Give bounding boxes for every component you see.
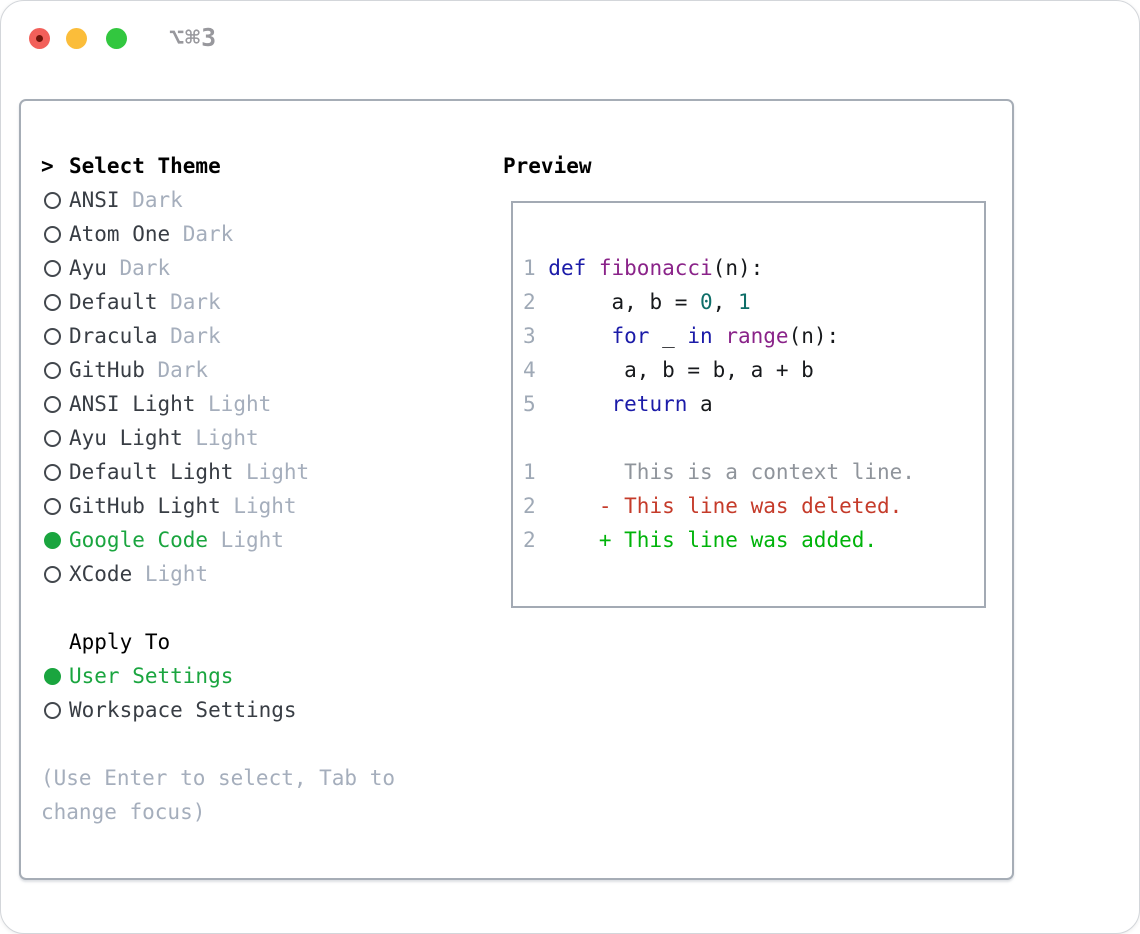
code-line: 5 return a — [523, 392, 713, 416]
item-variant-tag: Dark — [170, 324, 221, 348]
item-label: XCode — [69, 562, 133, 586]
radio-icon — [44, 463, 61, 481]
apply-to-header: Apply To — [41, 625, 395, 659]
theme-option-atom-one[interactable]: Atom One Dark — [41, 217, 395, 251]
item-label: User Settings — [69, 664, 234, 688]
preview-title: Preview — [503, 154, 592, 178]
code-line: 3 for _ in range(n): — [523, 324, 840, 348]
item-variant-tag: Light — [144, 562, 209, 586]
radio-icon — [44, 497, 61, 515]
theme-option-dracula[interactable]: Dracula Dark — [41, 319, 395, 353]
radio-icon — [44, 429, 61, 447]
theme-option-ayu-light[interactable]: Ayu Light Light — [41, 421, 395, 455]
theme-option-default-light[interactable]: Default Light Light — [41, 455, 395, 489]
item-variant-tag: Dark — [182, 222, 234, 246]
minimize-button[interactable] — [66, 28, 87, 49]
radio-icon — [44, 293, 61, 311]
radio-icon — [44, 225, 61, 243]
item-label: GitHub Light — [69, 494, 221, 518]
item-label: ANSI — [69, 188, 120, 212]
radio-icon — [44, 361, 61, 379]
item-label: Google Code — [69, 528, 209, 552]
item-label: Workspace Settings — [69, 698, 297, 722]
code-line: 2 a, b = 0, 1 — [523, 290, 751, 314]
item-variant-tag: Light — [208, 392, 272, 416]
theme-option-github[interactable]: GitHub Dark — [41, 353, 395, 387]
item-label: GitHub — [69, 358, 145, 382]
code-line: 1 def fibonacci(n): — [523, 256, 764, 280]
window-shortcut-label: ⌥⌘3 — [169, 23, 218, 52]
spacer — [41, 727, 395, 761]
radio-icon — [44, 701, 61, 719]
select-theme-header: > Select Theme — [41, 149, 395, 183]
theme-option-ayu[interactable]: Ayu Dark — [41, 251, 395, 285]
code-line: 2 - This line was deleted. — [523, 494, 903, 518]
theme-option-github-light[interactable]: GitHub Light Light — [41, 489, 395, 523]
help-text-line1: (Use Enter to select, Tab to — [41, 766, 396, 790]
radio-icon — [44, 327, 61, 345]
theme-option-ansi-light[interactable]: ANSI Light Light — [41, 387, 395, 421]
apply-option-workspace-settings[interactable]: Workspace Settings — [41, 693, 395, 727]
close-button[interactable] — [29, 28, 50, 49]
radio-icon — [44, 565, 61, 583]
item-label: ANSI Light — [69, 392, 196, 416]
radio-icon — [44, 259, 61, 277]
item-variant-tag: Dark — [119, 256, 171, 280]
radio-icon — [44, 191, 61, 209]
radio-icon — [44, 395, 61, 413]
item-label: Default Light — [69, 460, 234, 484]
item-variant-tag: Light — [245, 460, 310, 484]
title-bar: ⌥⌘3 — [1, 1, 1139, 77]
spacer — [41, 591, 395, 625]
apply-to-title: Apply To — [69, 630, 171, 654]
radio-selected-icon — [44, 531, 61, 549]
radio-selected-icon — [44, 667, 61, 685]
theme-option-xcode[interactable]: XCode Light — [41, 557, 395, 591]
theme-option-google-code[interactable]: Google Code Light — [41, 523, 395, 557]
theme-option-ansi[interactable]: ANSI Dark — [41, 183, 395, 217]
theme-option-default[interactable]: Default Dark — [41, 285, 395, 319]
item-variant-tag: Light — [195, 426, 259, 450]
close-dot-icon — [36, 35, 43, 42]
select-theme-title: Select Theme — [69, 154, 221, 178]
code-line — [523, 421, 984, 455]
zoom-button[interactable] — [106, 28, 127, 49]
item-label: Default — [69, 290, 158, 314]
item-label: Ayu — [69, 256, 107, 280]
item-label: Dracula — [69, 324, 158, 348]
item-label: Ayu Light — [69, 426, 183, 450]
code-preview: 1 def fibonacci(n): 2 a, b = 0, 1 3 for _ … — [513, 203, 984, 557]
apply-option-user-settings[interactable]: User Settings — [41, 659, 395, 693]
item-variant-tag: Dark — [170, 290, 221, 314]
code-line: 2 + This line was added. — [523, 528, 878, 552]
item-variant-tag: Dark — [157, 358, 209, 382]
item-label: Atom One — [69, 222, 171, 246]
code-line: 1 This is a context line. — [523, 460, 915, 484]
code-line: 4 a, b = b, a + b — [523, 358, 814, 382]
prompt-arrow-icon: > — [41, 154, 54, 178]
help-text-line2: change focus) — [41, 800, 206, 824]
item-variant-tag: Light — [220, 528, 284, 552]
item-variant-tag: Light — [233, 494, 297, 518]
item-variant-tag: Dark — [132, 188, 183, 212]
preview-pane: 1 def fibonacci(n): 2 a, b = 0, 1 3 for _ … — [511, 201, 986, 608]
